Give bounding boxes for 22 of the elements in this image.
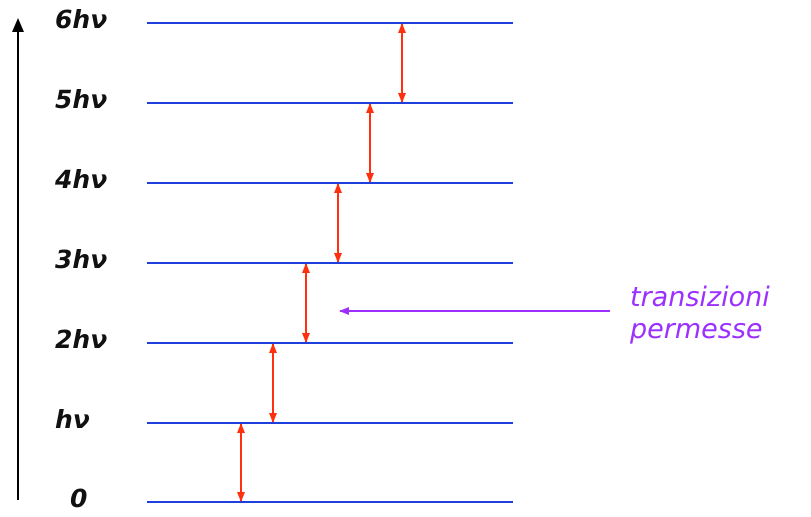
energy-level-line [147, 22, 513, 24]
leader-arrow [339, 307, 610, 315]
energy-level-line [147, 102, 513, 104]
double-arrow [366, 103, 374, 183]
energy-level-line [147, 342, 513, 344]
annotation-text: transizioni permesse [630, 282, 810, 346]
energy-level-line [147, 182, 513, 184]
energy-level-line [147, 501, 513, 503]
double-arrow [237, 423, 245, 502]
double-arrow [269, 343, 277, 423]
energy-level-line [147, 262, 513, 264]
level-label: 3hν [55, 245, 108, 275]
level-label: hν [55, 405, 90, 435]
level-label: 6hν [55, 5, 108, 35]
double-arrow [334, 183, 342, 263]
energy-level-line [147, 422, 513, 424]
level-label: 5hν [55, 85, 108, 115]
level-label: 0 [70, 484, 88, 514]
double-arrow [398, 23, 406, 103]
level-label: 2hν [55, 325, 108, 355]
double-arrow [302, 263, 310, 343]
level-label: 4hν [55, 165, 108, 195]
